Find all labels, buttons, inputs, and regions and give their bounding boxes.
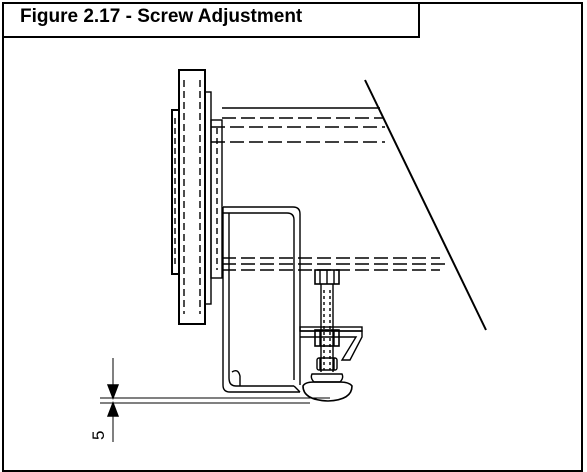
dimension-5 [106,358,120,442]
figure-title: Figure 2.17 - Screw Adjustment [20,6,303,27]
reference-lines [100,397,330,404]
dimension-label: 5 [89,431,108,440]
bracket [222,206,301,393]
hub-boss [210,119,223,279]
flange-plate [171,69,212,325]
arm-tube [211,107,446,271]
support-plate [299,326,363,361]
adjustment-screw [314,269,340,372]
section-cut-line [364,79,487,331]
figure-title-bar: Figure 2.17 - Screw Adjustment [4,4,420,38]
foot-pad [302,373,353,402]
